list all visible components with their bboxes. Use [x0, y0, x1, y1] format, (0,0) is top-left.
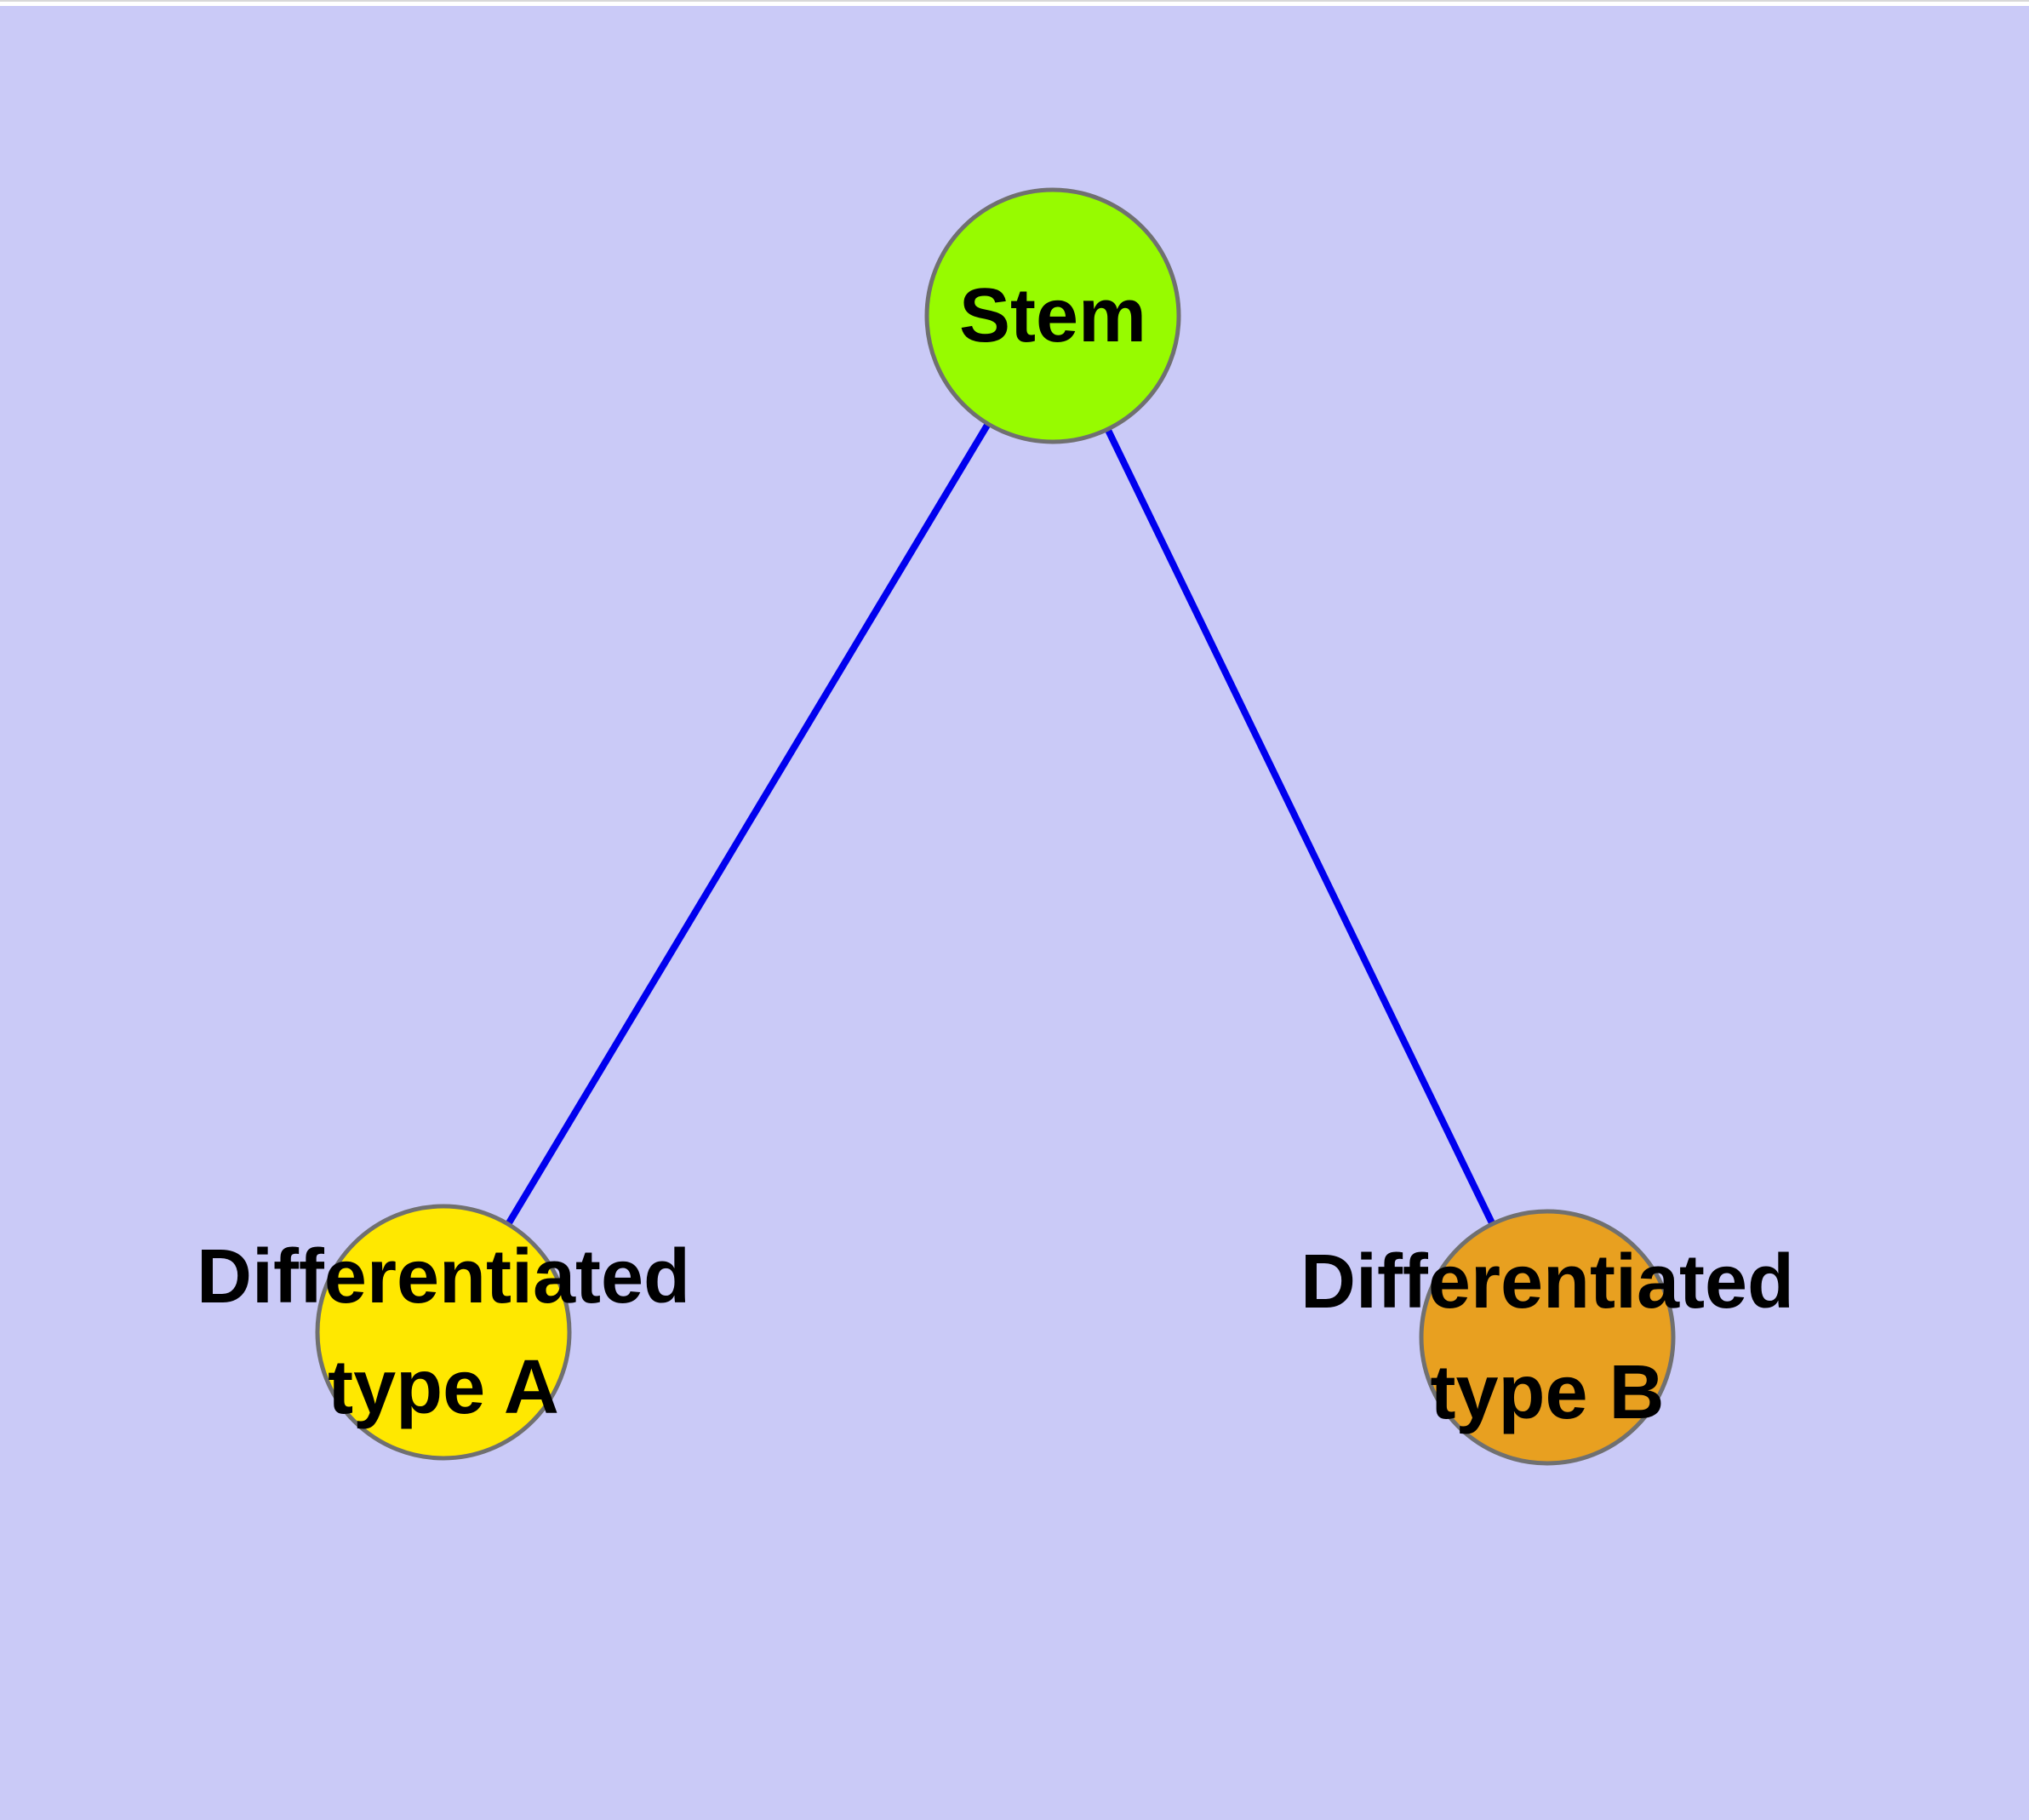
node-differentiated-type-a [315, 1204, 572, 1461]
node-stem [924, 187, 1181, 444]
top-margin-strip [0, 0, 2029, 6]
edge-stem-to-type-b [1049, 314, 1551, 1339]
edge-stem-to-type-a [440, 313, 1056, 1335]
node-differentiated-type-b [1419, 1209, 1676, 1466]
